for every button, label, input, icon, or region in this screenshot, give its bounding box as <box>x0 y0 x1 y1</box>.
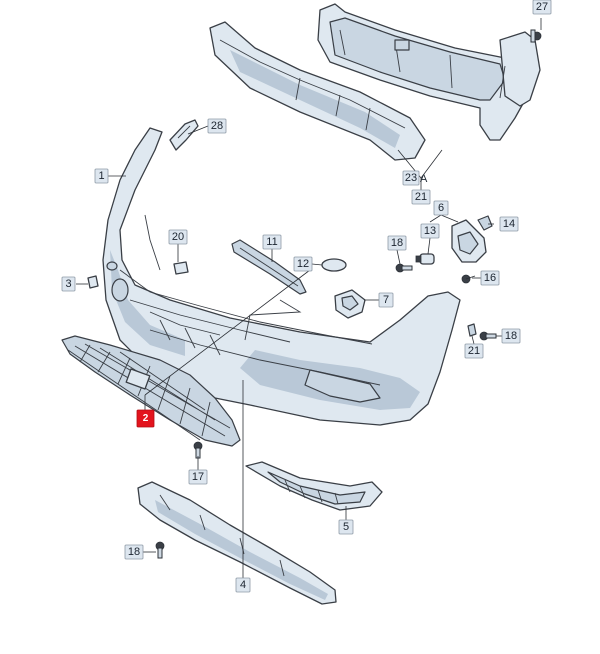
part-13-sensor <box>415 253 435 265</box>
part-2-grille <box>61 335 241 447</box>
svg-text:14: 14 <box>503 218 515 230</box>
part-28-bracket <box>169 119 199 151</box>
svg-text:12: 12 <box>297 258 309 270</box>
svg-text:21: 21 <box>415 191 427 203</box>
part-11-trim-strip <box>231 239 307 295</box>
callout-27: 20 <box>168 229 188 245</box>
part-7-mount <box>334 289 366 319</box>
part-1-bumper-cover <box>102 127 461 426</box>
svg-text:3: 3 <box>65 278 71 290</box>
part-18-bolt-upper <box>395 263 413 273</box>
callout-1: 1 <box>94 168 109 184</box>
callout-11: 11 <box>262 234 282 250</box>
svg-text:2: 2 <box>143 413 149 424</box>
callout-18-lower: 18 <box>124 544 144 560</box>
svg-text:1: 1 <box>98 170 104 182</box>
svg-text:17: 17 <box>192 471 204 483</box>
svg-text:A: A <box>420 173 428 185</box>
part-23-bolt <box>530 29 542 43</box>
callout-14: 14 <box>499 216 519 232</box>
callout-18-upper: 18 <box>387 235 407 251</box>
callout-16: 16 <box>480 270 500 286</box>
svg-text:6: 6 <box>438 202 444 214</box>
callout-7: 7 <box>378 292 394 308</box>
callout-12: 12 <box>293 256 313 272</box>
callout-21A: 23 A <box>402 170 428 186</box>
callout-20: 21 <box>464 343 484 359</box>
part-3-clip <box>87 275 99 289</box>
callout-13: 13 <box>420 223 440 239</box>
part-18-bolt-lower <box>155 541 165 559</box>
callout-4: 4 <box>235 577 251 593</box>
svg-text:5: 5 <box>343 521 349 533</box>
callout-17: 17 <box>188 469 208 485</box>
svg-text:7: 7 <box>383 294 389 306</box>
part-17-bolt <box>193 441 203 459</box>
part-5-fog-trim <box>245 461 383 511</box>
svg-text:4: 4 <box>240 579 246 591</box>
part-14-clip <box>477 215 493 231</box>
callout-5: 5 <box>338 519 354 535</box>
svg-text:16: 16 <box>484 272 496 284</box>
callout-6: 6 <box>433 200 449 216</box>
part-27-clip <box>173 261 189 275</box>
part-12-cap <box>321 258 347 272</box>
part-18-bolt-right <box>479 331 497 341</box>
svg-text:18: 18 <box>505 330 517 342</box>
part-4-lower-spoiler <box>137 481 337 605</box>
svg-text:28: 28 <box>211 120 223 132</box>
leader-lines <box>76 18 542 578</box>
callout-2: 2 <box>136 409 155 428</box>
svg-text:27: 27 <box>536 1 548 13</box>
svg-text:13: 13 <box>424 225 436 237</box>
svg-text:18: 18 <box>391 237 403 249</box>
part-6-sensor-bracket <box>451 219 487 263</box>
callout-23: 27 <box>532 0 552 15</box>
svg-text:18: 18 <box>128 546 140 558</box>
part-20-nut <box>467 323 477 337</box>
svg-text:20: 20 <box>172 231 184 243</box>
svg-text:23: 23 <box>405 172 417 184</box>
part-16-bolt <box>461 274 476 284</box>
svg-text:11: 11 <box>266 236 277 248</box>
callout-21: 21 <box>411 189 431 205</box>
part-21-crossmember <box>209 3 541 161</box>
callout-18-right: 18 <box>501 328 521 344</box>
callout-28: 28 <box>207 118 227 134</box>
svg-text:21: 21 <box>468 345 480 357</box>
callout-3: 3 <box>61 276 76 292</box>
